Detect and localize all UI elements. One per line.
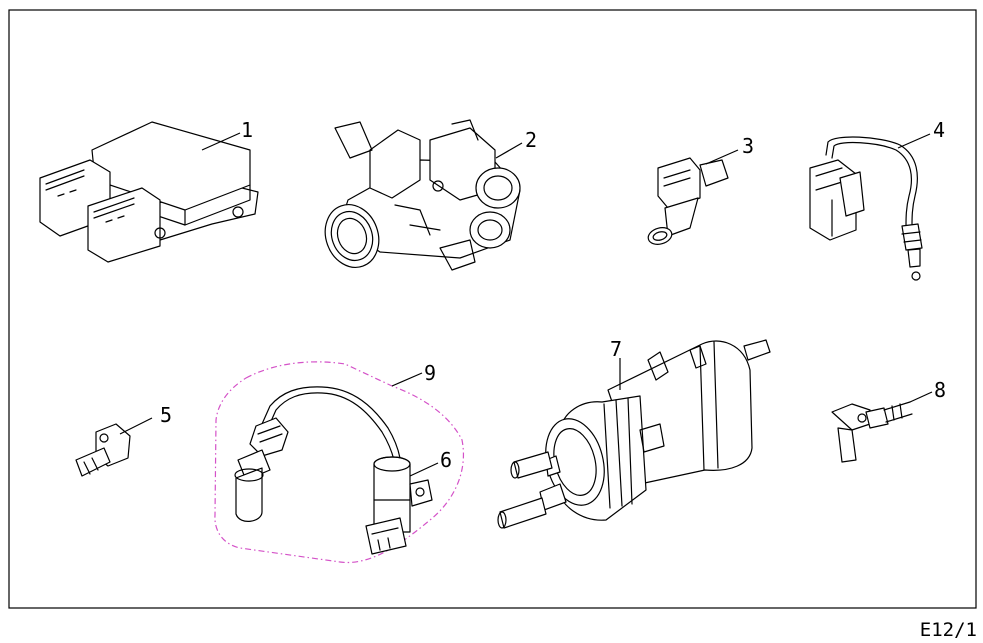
part-7-fuel-pump [497, 339, 771, 529]
part-1-ecu-module [39, 121, 259, 263]
callout-1: 1 [241, 118, 253, 142]
leader-3 [705, 149, 739, 165]
callout-2: 2 [525, 128, 537, 152]
callout-labels: 1 2 3 4 5 6 7 8 9 [160, 118, 946, 472]
part-8-sensor [831, 401, 913, 463]
part-5-sensor [75, 423, 131, 477]
leader-lines [119, 132, 933, 477]
part-3-fuel-injector [647, 157, 729, 245]
leader-9 [391, 372, 423, 387]
callout-8: 8 [934, 378, 946, 402]
part-9-group-outline [214, 361, 464, 564]
diagram-frame [8, 9, 977, 609]
callout-6: 6 [440, 448, 452, 472]
leader-1 [201, 132, 241, 151]
leader-2 [495, 142, 523, 159]
callout-5: 5 [160, 403, 172, 427]
leader-6 [409, 462, 439, 477]
leader-8 [909, 391, 933, 403]
page-reference: E12/1 [919, 619, 977, 641]
callout-4: 4 [933, 118, 945, 142]
leader-4 [897, 133, 931, 149]
part-4-oxygen-sensor [809, 136, 923, 281]
part-2-throttle-body [324, 119, 521, 271]
callout-3: 3 [742, 134, 754, 158]
callout-7: 7 [610, 337, 622, 361]
callout-9: 9 [424, 361, 436, 385]
part-6-solenoid [365, 456, 433, 555]
part-9-sensor-with-cable [234, 386, 401, 522]
leader-5 [119, 417, 153, 435]
